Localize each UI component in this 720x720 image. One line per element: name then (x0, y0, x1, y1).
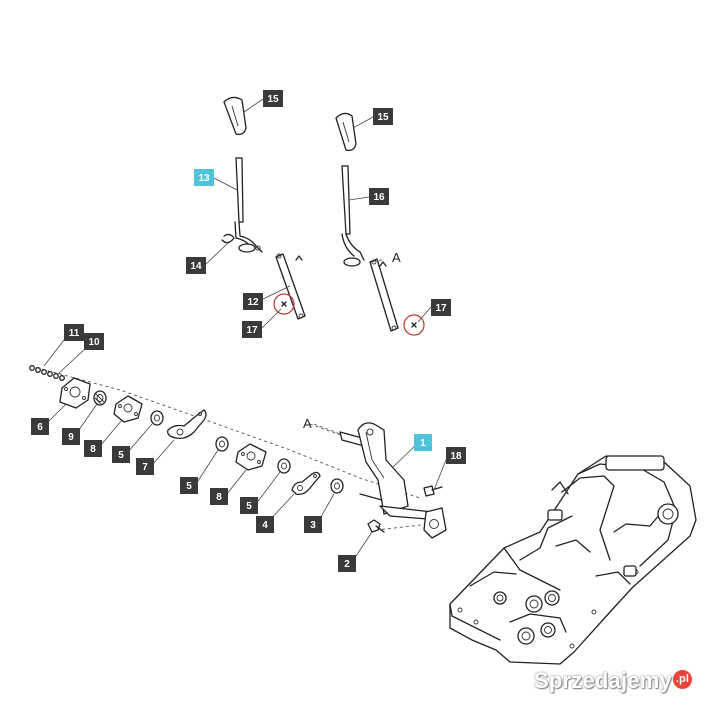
svg-text:18: 18 (450, 451, 462, 462)
flange-plate-6 (59, 377, 91, 409)
watermark: Sprzedajemy.pl (534, 668, 704, 702)
lever-knob-right (335, 112, 357, 152)
flange-plate-8b (235, 443, 267, 471)
lever-arm-7 (167, 409, 207, 440)
callout-12: 12 (243, 293, 263, 310)
callout-5-b: 5 (180, 477, 198, 494)
svg-text:16: 16 (373, 192, 385, 203)
svg-text:17: 17 (435, 303, 447, 314)
svg-text:2: 2 (344, 559, 350, 570)
control-lever-16 (341, 165, 365, 267)
callout-15-left: 15 (263, 90, 283, 107)
watermark-text: Sprzedajemy (534, 668, 672, 693)
svg-text:5: 5 (246, 501, 252, 512)
callout-17-right: 17 (431, 299, 451, 316)
bolt-2 (367, 519, 385, 533)
callout-3: 3 (304, 516, 322, 533)
callout-8-b: 8 (210, 488, 228, 505)
callout-10: 10 (84, 333, 104, 350)
washer-5b (215, 436, 229, 452)
main-lever-bracket-1 (339, 422, 447, 539)
lever-knob-left (223, 96, 247, 136)
svg-text:A: A (303, 416, 312, 431)
svg-text:5: 5 (118, 450, 124, 461)
washer-5a (150, 410, 164, 426)
link-rod-right (369, 258, 399, 332)
svg-text:8: 8 (216, 492, 222, 503)
bushing-9 (93, 390, 107, 406)
svg-text:15: 15 (377, 112, 389, 123)
svg-text:5: 5 (186, 481, 192, 492)
svg-text:3: 3 (310, 520, 316, 531)
watermark-suffix: .pl (672, 670, 692, 689)
flange-plate-8a (113, 395, 143, 423)
washer-5c (277, 458, 291, 474)
svg-text:10: 10 (88, 337, 100, 348)
svg-text:14: 14 (190, 261, 202, 272)
link-rod-12 (275, 253, 306, 320)
svg-text:6: 6 (37, 422, 43, 433)
callout-1: 1 (414, 434, 432, 451)
svg-text:13: 13 (198, 173, 210, 184)
pin-17-right (403, 314, 425, 336)
section-tag-a-upper: A (369, 250, 401, 265)
svg-text:12: 12 (247, 297, 259, 308)
pin-17-left (273, 293, 295, 315)
section-tag-a-lower: A (303, 416, 341, 435)
hydraulic-housing (449, 455, 697, 665)
svg-text:4: 4 (262, 520, 268, 531)
callout-13: 13 (194, 169, 214, 186)
svg-text:11: 11 (69, 328, 80, 339)
callout-17-left: 17 (242, 321, 262, 338)
callout-11: 11 (64, 324, 84, 341)
callout-9: 9 (62, 428, 80, 445)
callout-5-c: 5 (240, 497, 258, 514)
callout-16: 16 (369, 188, 389, 205)
bolt-18 (423, 485, 443, 497)
svg-text:15: 15 (267, 94, 279, 105)
link-4 (291, 471, 321, 496)
small-balls-11 (29, 365, 65, 381)
callout-7: 7 (136, 458, 154, 475)
svg-text:9: 9 (68, 432, 74, 443)
svg-text:17: 17 (246, 325, 258, 336)
callout-4: 4 (256, 516, 274, 533)
svg-text:7: 7 (142, 462, 148, 473)
callout-2: 2 (338, 555, 356, 572)
svg-text:A: A (392, 250, 401, 265)
washer-3 (330, 478, 344, 494)
callout-6: 6 (31, 418, 49, 435)
svg-text:8: 8 (90, 444, 96, 455)
callout-14: 14 (186, 257, 206, 274)
svg-text:1: 1 (420, 438, 426, 449)
control-lever-13 (221, 157, 263, 253)
callout-8-a: 8 (84, 440, 102, 457)
callout-5-a: 5 (112, 446, 130, 463)
callout-18: 18 (446, 447, 466, 464)
callout-15-right: 15 (373, 108, 393, 125)
